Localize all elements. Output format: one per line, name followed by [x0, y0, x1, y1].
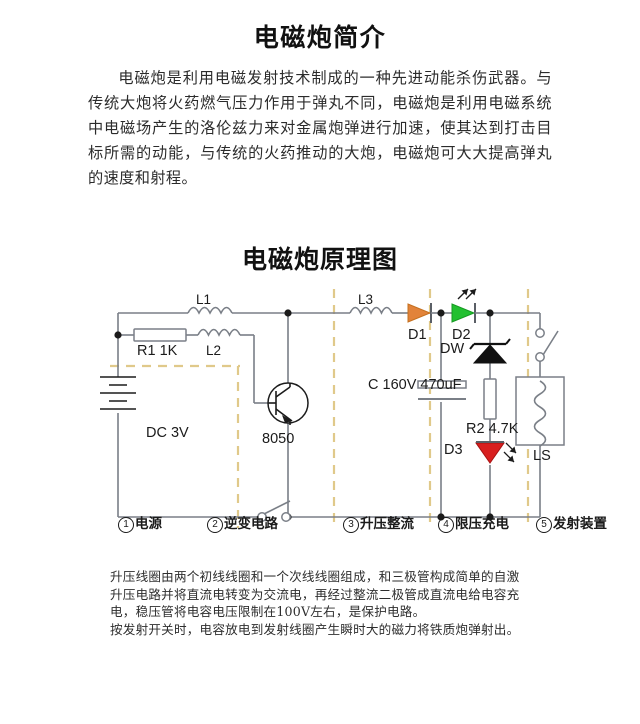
section-number-4: 4	[438, 517, 454, 533]
wiring	[117, 312, 541, 518]
node-cap-top	[437, 309, 445, 317]
section-text-5: 发射装置	[553, 516, 607, 531]
resistor-r2	[483, 378, 497, 420]
label-l3: L3	[358, 292, 374, 307]
launch-switch[interactable]	[535, 328, 559, 362]
page-title: 电磁炮简介	[253, 23, 387, 52]
footer-line-1: 升压线圈由两个初线线圈和一个次线线圈组成，和三极管构成简单的自激	[110, 569, 520, 584]
section-text-2: 逆变电路	[224, 516, 278, 531]
battery-dc3v	[100, 376, 136, 410]
node-dw-top	[486, 309, 494, 317]
diagram-title: 电磁炮原理图	[241, 246, 398, 274]
capacitor-c	[417, 380, 467, 400]
label-capacitor: C 160V 470uF	[368, 377, 462, 393]
node-d3-bottom	[486, 513, 494, 521]
transistor-8050	[267, 382, 309, 425]
diode-d1	[407, 303, 436, 323]
label-l1: L1	[196, 292, 212, 307]
resistor-r1	[133, 328, 187, 342]
power-switch[interactable]	[257, 500, 291, 522]
label-l2: L2	[206, 343, 222, 358]
led-d3	[475, 441, 517, 464]
inductor-l3	[349, 306, 393, 315]
section-number-3: 3	[343, 517, 359, 533]
zener-diode-dw	[469, 338, 511, 364]
footer-line-4: 按发射开关时，电容放电到发射线圈产生瞬时大的磁力将铁质炮弹射出。	[110, 621, 520, 637]
inductor-l1	[187, 306, 233, 315]
label-d1: D1	[408, 327, 427, 343]
footer-paragraph: 升压线圈由两个初线线圈和一个次线线圈组成，和三极管构成简单的自激 升压电路并将直…	[110, 568, 542, 638]
label-dw: DW	[440, 341, 465, 357]
label-battery: DC 3V	[146, 425, 189, 441]
section-text-4: 限压充电	[455, 516, 509, 531]
label-d2: D2	[452, 327, 471, 343]
circuit-schematic: .w { stroke:#7a7f87; stroke-width:1.6; f…	[0, 285, 640, 540]
led-d3-emission-arrows	[503, 442, 517, 463]
section-text-3: 升压整流	[360, 516, 414, 531]
launch-coil-ls	[515, 376, 565, 447]
label-r1: R1 1K	[137, 343, 178, 359]
section-number-5: 5	[536, 517, 552, 533]
intro-paragraph: 电磁炮是利用电磁发射技术制成的一种先进动能杀伤武器。与传统大炮将火药燃气压力作用…	[88, 69, 552, 187]
section-dividers	[110, 289, 530, 528]
led-d2	[451, 288, 480, 323]
node-battery-top	[114, 331, 122, 339]
section-number-1: 1	[118, 517, 134, 533]
section-text-1: 电源	[135, 516, 162, 531]
footer-line-2: 升压电路并将直流电转变为交流电，再经过整流二极管成直流电给电容充	[110, 586, 520, 602]
schematic-svg: .w { stroke:#7a7f87; stroke-width:1.6; f…	[100, 288, 565, 528]
label-d3: D3	[444, 442, 463, 458]
section-number-2: 2	[207, 517, 223, 533]
label-ls: LS	[533, 448, 551, 464]
node-collector-top	[284, 309, 292, 317]
label-r2: R2 4.7K	[466, 421, 519, 437]
inductor-l2	[197, 328, 241, 337]
led-d2-emission-arrows	[457, 288, 477, 300]
label-transistor: 8050	[262, 431, 295, 447]
footer-line-3: 电，稳压管将电容电压限制在100V左右，是保护电路。	[110, 604, 426, 619]
